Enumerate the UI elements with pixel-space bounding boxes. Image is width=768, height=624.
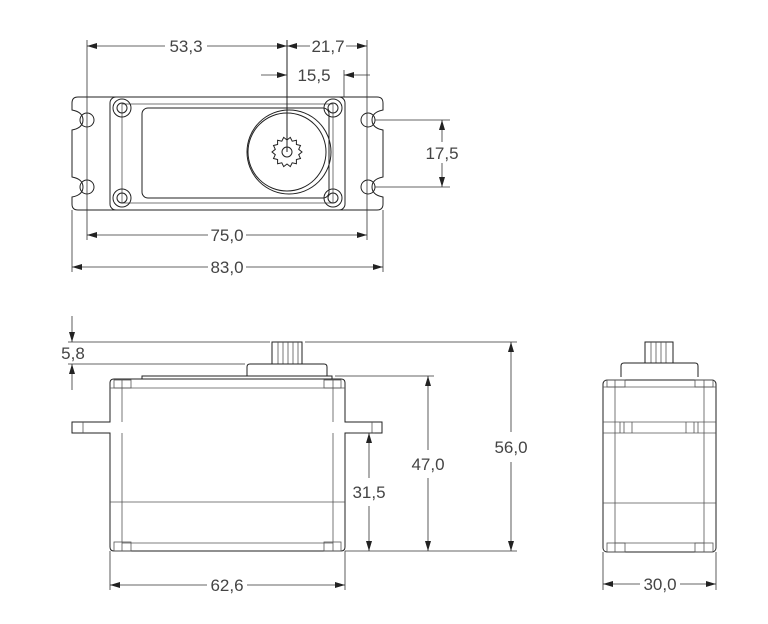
dim-62-6: 62,6 — [210, 576, 243, 595]
dim-83-0: 83,0 — [210, 258, 243, 277]
mount-hole — [360, 179, 376, 195]
top-dimensions — [71, 40, 450, 272]
case-body — [71, 378, 383, 552]
dim-47-0: 47,0 — [411, 455, 444, 474]
side-view: 5,8 56,0 47,0 31,5 62,6 — [61, 316, 528, 595]
dim-17-5: 17,5 — [425, 144, 458, 163]
dim-31-5: 31,5 — [352, 483, 385, 502]
horn-boss — [620, 362, 699, 377]
case-body — [602, 379, 717, 553]
end-dimensions — [602, 552, 717, 590]
case-screws — [112, 98, 343, 208]
case-rim — [121, 103, 334, 204]
dim-21-7: 21,7 — [311, 37, 344, 56]
dim-15-5: 15,5 — [297, 66, 330, 85]
dim-75-0: 75,0 — [210, 226, 243, 245]
mount-hole — [360, 112, 376, 128]
dim-53-3: 53,3 — [169, 37, 202, 56]
side-dimensions — [68, 316, 517, 590]
dim-56-0: 56,0 — [494, 438, 527, 457]
mounting-plate-outline — [71, 96, 384, 211]
horn-boss — [246, 363, 328, 376]
spline-icon — [271, 136, 303, 168]
case-top — [109, 96, 346, 211]
dim-5-8: 5,8 — [61, 344, 85, 363]
output-spline — [644, 341, 674, 364]
top-view: 53,3 21,7 15,5 17,5 75,0 83,0 — [71, 37, 459, 277]
top-pocket — [141, 107, 330, 199]
dim-30-0: 30,0 — [643, 575, 676, 594]
output-spline — [271, 341, 303, 365]
output-gear-housing — [246, 109, 332, 195]
end-view: 30,0 — [602, 341, 717, 594]
